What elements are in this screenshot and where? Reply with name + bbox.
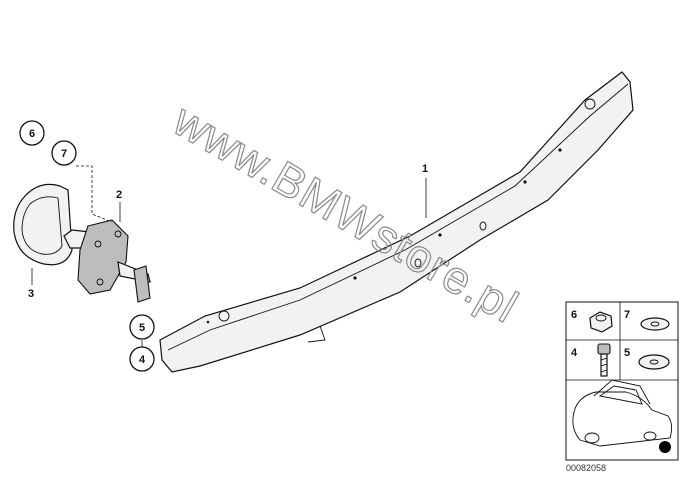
inset-label-6: 6 [571,309,577,321]
label-part-2: 2 [116,189,122,201]
callout-6: 6 [19,120,45,146]
inset-label-4: 4 [571,347,578,359]
leader-lines [31,165,427,348]
nut-icon [589,311,613,333]
callout-5: 5 [129,314,155,340]
bumper-carrier [159,71,634,373]
inset-label-5: 5 [624,347,630,359]
callout-4: 4 [129,346,155,372]
svg-text:4: 4 [139,354,146,366]
label-part-1: 1 [422,163,428,175]
car-silhouette-icon [572,379,673,453]
diagram-code: 00082058 [566,463,606,473]
washer-small-icon [638,354,670,370]
svg-text:6: 6 [29,128,35,140]
inset-label-7: 7 [624,309,630,321]
bolt-icon [597,343,611,377]
towing-eye-ring [13,183,73,266]
mount-bracket [63,219,151,303]
washer-icon [640,317,670,331]
label-part-3: 3 [28,288,34,300]
svg-text:5: 5 [139,322,145,334]
rear-location-marker [659,441,671,453]
svg-text:7: 7 [61,148,67,160]
inset-parts-box: 6 7 4 5 [565,301,679,461]
callout-7: 7 [51,140,77,166]
